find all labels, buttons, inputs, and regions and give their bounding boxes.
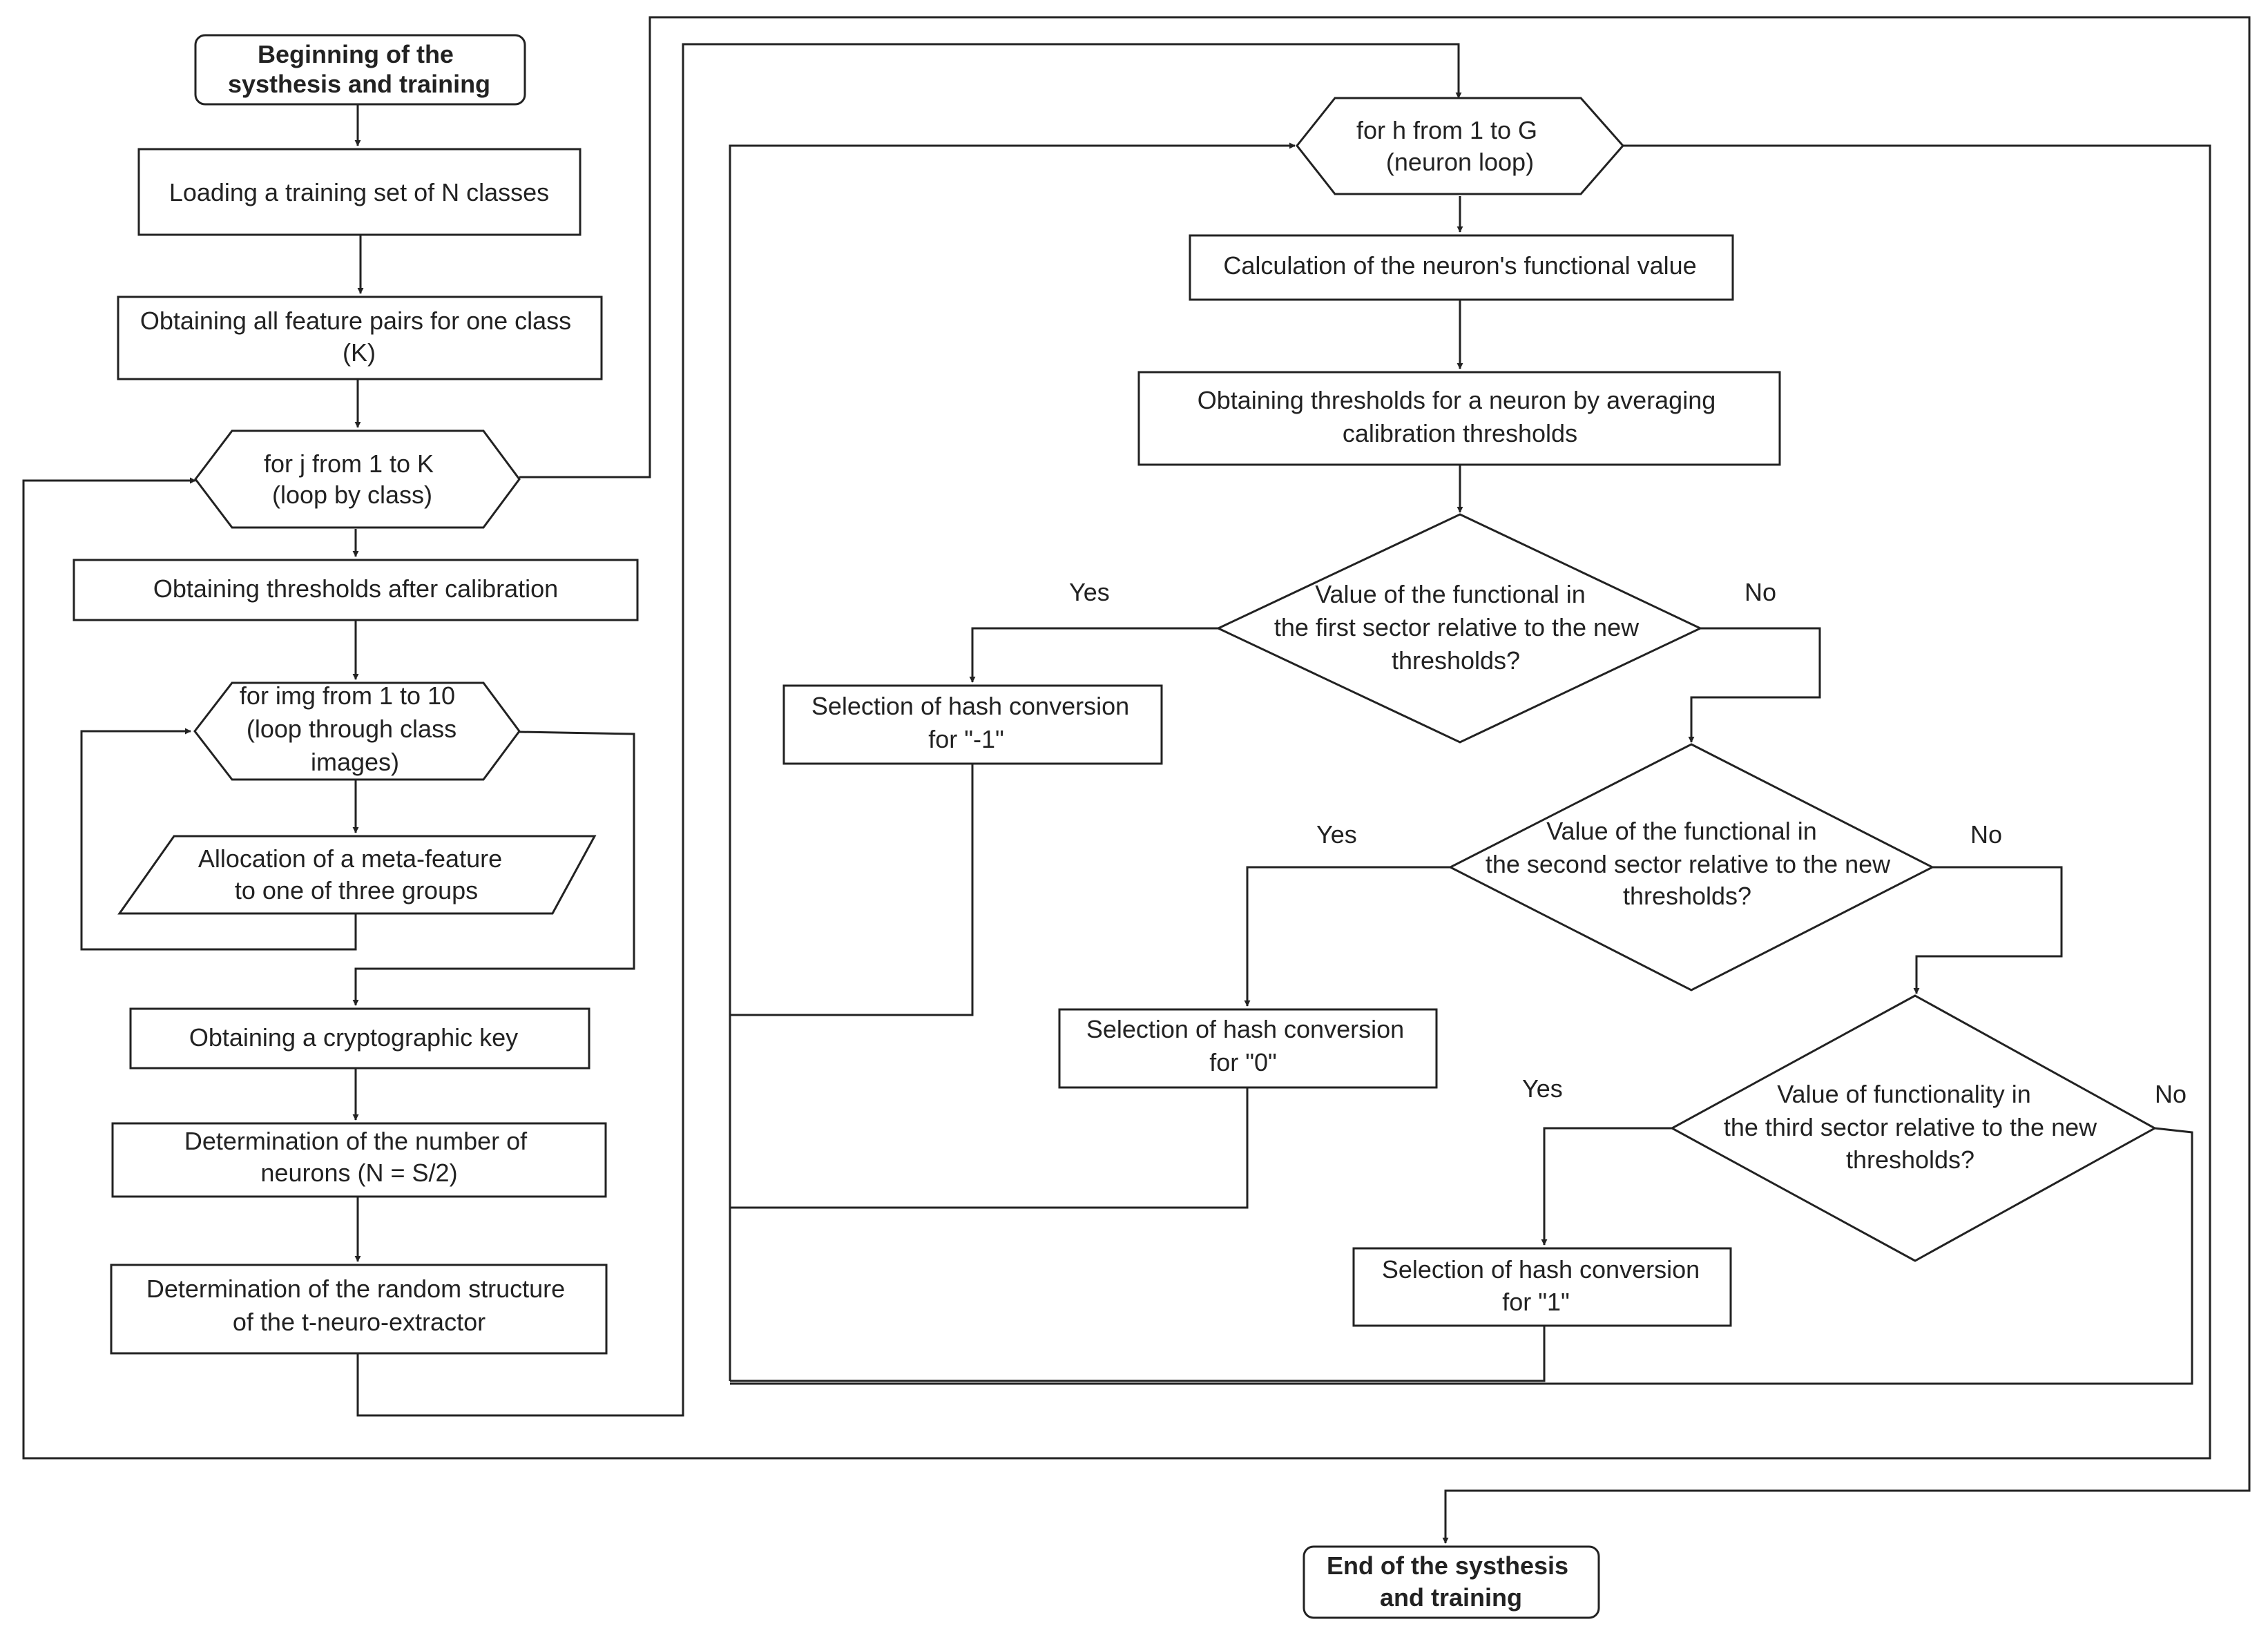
d1-no-label: No	[1745, 578, 1776, 606]
node-end: End of the systhesis and training	[1303, 1545, 1600, 1619]
node-decision-1: Value of the functional in the first sec…	[1215, 513, 1703, 744]
func-label: Calculation of the neuron's functional v…	[1223, 251, 1696, 280]
edge-loopimg-exit	[352, 731, 635, 1006]
loop-j-label: for j from 1 to K (loop by class)	[264, 449, 441, 509]
node-load: Loading a training set of N classes	[137, 148, 582, 236]
pairs-label: Obtaining all feature pairs for one clas…	[140, 307, 578, 367]
edge-looph-exit-to-loopj	[22, 144, 2211, 1460]
start-terminator	[194, 34, 526, 106]
edge-d3-yes-to-hp1	[1541, 1127, 1672, 1246]
decision-1-diamond	[1215, 513, 1703, 744]
d1-yes-label: Yes	[1069, 578, 1110, 606]
hash-minus1-label: Selection of hash conversion for "-1"	[811, 692, 1136, 753]
edge-h1-return	[730, 764, 974, 1016]
neurons-process-box	[111, 1122, 607, 1198]
node-alloc: Allocation of a meta-feature to one of t…	[117, 835, 597, 915]
calib-process-box	[73, 559, 639, 621]
hash-plus1-label: Selection of hash conversion for "1"	[1382, 1255, 1707, 1316]
edge-d1-no-to-d2	[1688, 627, 1821, 743]
node-struct: Determination of the random structure of…	[110, 1264, 608, 1355]
hash-plus1-box	[1352, 1247, 1732, 1327]
edge-loopj-exit-to-end	[519, 16, 2251, 1544]
edge-h0-return	[730, 1087, 1249, 1209]
edge-hp1-return	[730, 1326, 1546, 1382]
hash-0-box	[1058, 1008, 1438, 1089]
edge-d2-no-to-d3	[1913, 866, 2063, 994]
edge-return-to-looph	[729, 142, 1296, 1381]
d3-no-label: No	[2155, 1080, 2187, 1108]
key-label: Obtaining a cryptographic key	[189, 1023, 518, 1052]
node-func: Calculation of the neuron's functional v…	[1189, 234, 1734, 301]
struct-process-box	[110, 1264, 608, 1355]
edge-struct-to-looph	[356, 43, 1462, 1417]
node-calib: Obtaining thresholds after calibration	[73, 559, 639, 621]
decision-2-diamond	[1448, 743, 1935, 991]
func-process-box	[1189, 234, 1734, 301]
d3-yes-label: Yes	[1522, 1074, 1563, 1103]
node-key: Obtaining a cryptographic key	[129, 1007, 590, 1070]
d2-no-label: No	[1970, 820, 2002, 849]
decision-3-diamond	[1669, 994, 2158, 1262]
key-process-box	[129, 1007, 590, 1070]
d2-yes-label: Yes	[1316, 820, 1357, 849]
node-hash-plus1: Selection of hash conversion for "1"	[1352, 1247, 1732, 1327]
decision-1-label: Value of the functional in the first sec…	[1274, 580, 1646, 675]
edge-d3-no-return	[730, 1127, 2193, 1385]
loop-img-label: for img from 1 to 10 (loop through class…	[240, 681, 463, 776]
avg-label: Obtaining thresholds for a neuron by ave…	[1198, 386, 1723, 447]
hash-0-label: Selection of hash conversion for "0"	[1086, 1015, 1411, 1076]
node-neurons: Determination of the number of neurons (…	[111, 1122, 607, 1198]
neurons-label: Determination of the number of neurons (…	[184, 1127, 534, 1187]
node-loop-h: for h from 1 to G (neuron loop)	[1296, 97, 1624, 195]
node-pairs: Obtaining all feature pairs for one clas…	[117, 296, 603, 380]
start-label: Beginning of the systhesis and training	[228, 40, 490, 98]
alloc-parallelogram	[117, 835, 597, 915]
loop-h-hexagon	[1296, 97, 1624, 195]
edge-d1-yes-to-h1	[969, 627, 1218, 683]
end-terminator	[1303, 1545, 1600, 1619]
node-hash-0: Selection of hash conversion for "0"	[1058, 1008, 1438, 1089]
end-label: End of the systhesis and training	[1327, 1551, 1575, 1612]
edge-d2-yes-to-h0	[1244, 866, 1450, 1007]
loop-h-label: for h from 1 to G (neuron loop)	[1356, 116, 1544, 176]
edges	[22, 16, 2251, 1544]
load-process-box	[137, 148, 582, 236]
calib-label: Obtaining thresholds after calibration	[153, 574, 558, 603]
alloc-label: Allocation of a meta-feature to one of t…	[198, 844, 509, 904]
node-hash-minus1: Selection of hash conversion for "-1"	[782, 684, 1163, 765]
decision-3-label: Value of functionality in the third sect…	[1724, 1080, 2104, 1174]
node-loop-j: for j from 1 to K (loop by class)	[194, 429, 521, 529]
avg-process-box	[1137, 371, 1781, 466]
struct-label: Determination of the random structure of…	[146, 1275, 572, 1336]
node-loop-img: for img from 1 to 10 (loop through class…	[193, 681, 521, 781]
node-decision-3: Value of functionality in the third sect…	[1669, 994, 2158, 1262]
node-decision-2: Value of the functional in the second se…	[1448, 743, 1935, 991]
loop-img-hexagon	[193, 681, 521, 781]
node-avg: Obtaining thresholds for a neuron by ave…	[1137, 371, 1781, 466]
loop-j-hexagon	[194, 429, 521, 529]
edge-alloc-loop-back	[80, 728, 357, 951]
decision-2-label: Value of the functional in the second se…	[1486, 817, 1897, 910]
pairs-process-box	[117, 296, 603, 380]
load-label: Loading a training set of N classes	[169, 178, 549, 206]
branch-labels: Yes No Yes No Yes No	[1069, 578, 2187, 1108]
node-start: Beginning of the systhesis and training	[194, 34, 526, 106]
hash-minus1-box	[782, 684, 1163, 765]
